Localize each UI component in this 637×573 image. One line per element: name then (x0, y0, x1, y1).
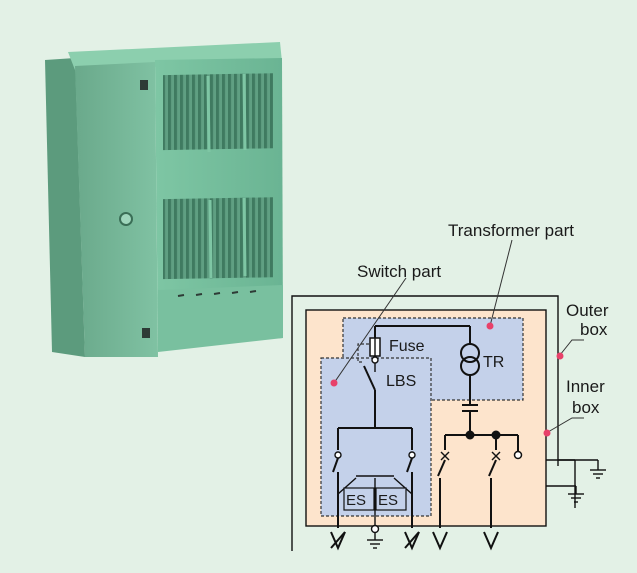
tr-label: TR (483, 354, 504, 371)
cabinet-door (75, 62, 158, 357)
cabinet-left-side (45, 58, 85, 357)
transformer-coil-top (460, 343, 480, 363)
inner-box-dot (543, 429, 551, 437)
schematic: Transformer part Switch part Outer box I… (291, 221, 609, 551)
transformer-part-dot (486, 322, 494, 330)
cabinet-photo (45, 42, 283, 357)
es-right-label: ES (378, 492, 398, 509)
outer-box-dot (556, 352, 564, 360)
transformer-part-label: Transformer part (448, 221, 574, 240)
inner-box-leader (547, 417, 584, 433)
es-left-label: ES (346, 492, 366, 509)
door-handle (119, 212, 133, 226)
switch-part-label: Switch part (357, 262, 441, 281)
door-lock-top (140, 80, 148, 90)
outer-box-leader (559, 339, 584, 356)
door-lock-bottom (142, 328, 150, 338)
lbs-label: LBS (386, 373, 416, 390)
outer-box-outline (291, 295, 559, 551)
es-left-box (343, 487, 375, 511)
outer-box-label-line2: box (580, 320, 608, 339)
es-right-box (375, 487, 407, 511)
ground-symbol-outer (546, 485, 584, 503)
lower-vent (163, 197, 273, 280)
transformer-part-leader (489, 239, 513, 327)
switch-part-dot (330, 379, 338, 387)
cabinet-base (158, 285, 283, 352)
ground-symbol-inner (546, 459, 606, 479)
fuse-label: Fuse (389, 338, 425, 355)
upper-vent (163, 73, 273, 151)
inner-box-label-line1: Inner (566, 377, 605, 396)
switch-part-leader (333, 277, 407, 384)
inner-box-label-line2: box (572, 398, 600, 417)
outer-box-label-line1: Outer (566, 301, 609, 320)
lbs-switch-blade (363, 365, 376, 391)
